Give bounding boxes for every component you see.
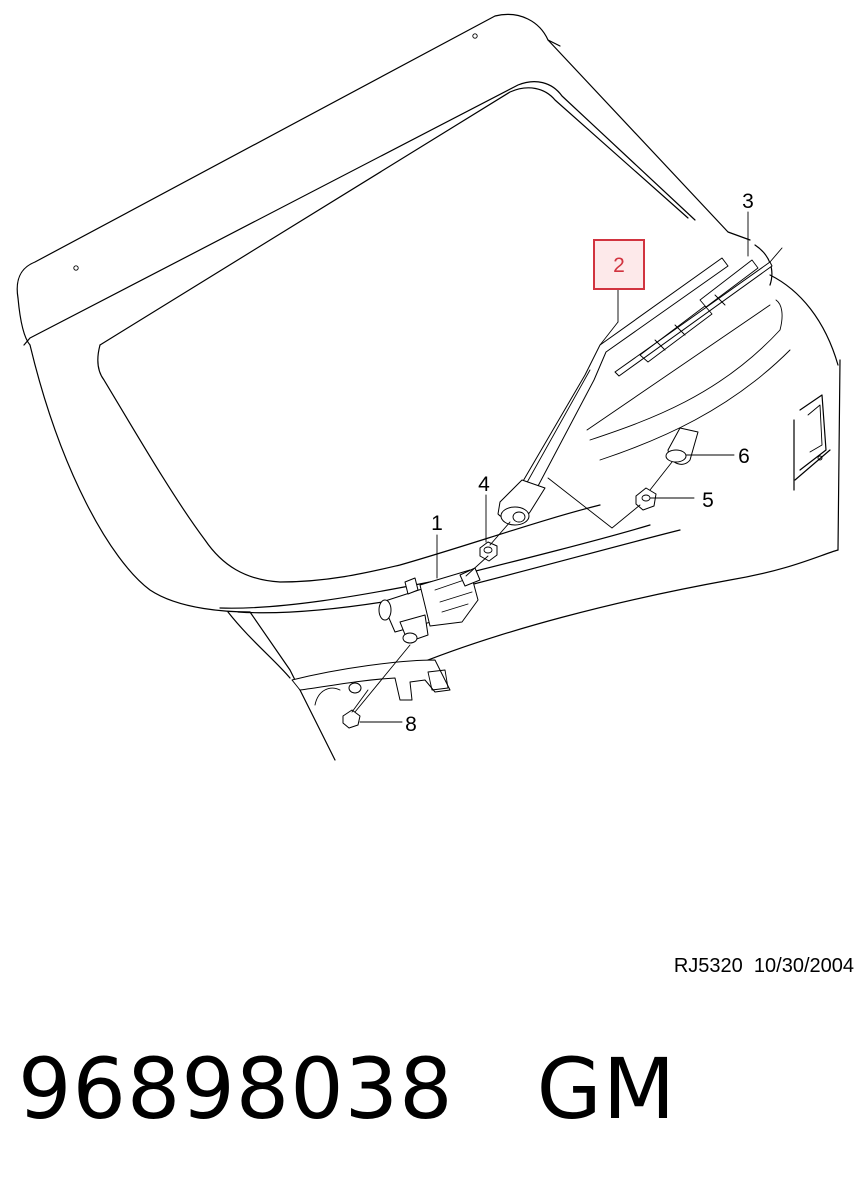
arm-nut xyxy=(479,541,498,562)
callout-label: 5 xyxy=(702,489,714,512)
callout-label: 4 xyxy=(478,473,490,496)
drawing-ref-code: RJ5320 xyxy=(673,955,743,977)
highlight-box xyxy=(593,239,645,290)
drawing-reference: RJ5320 10/30/2004 xyxy=(674,955,854,978)
callout-2[interactable]: 2 xyxy=(593,239,645,290)
callout-label: 1 xyxy=(431,512,443,535)
callout-5: 5 xyxy=(702,489,714,512)
wiper-blade xyxy=(614,247,783,377)
part-number: 96898038 xyxy=(18,1040,454,1138)
callout-1: 1 xyxy=(431,512,443,535)
callout-label: 2 xyxy=(613,254,625,277)
callout-8: 8 xyxy=(405,713,417,736)
callout-6: 6 xyxy=(738,445,750,468)
pivot-cap xyxy=(665,427,699,465)
grommet xyxy=(635,487,657,511)
wiper-motor xyxy=(378,567,481,644)
wiper-arm xyxy=(497,257,729,526)
leader-lines xyxy=(354,211,749,723)
mounting-bolt xyxy=(342,689,369,729)
callout-label: 3 xyxy=(742,190,754,213)
tailgate-outline xyxy=(16,13,841,761)
drawing-date: 10/30/2004 xyxy=(753,955,854,977)
callout-label: 6 xyxy=(738,445,750,468)
brand-name: GM xyxy=(536,1040,677,1138)
callout-4: 4 xyxy=(478,473,490,496)
lower-bracket xyxy=(291,659,451,706)
part-number-caption: 96898038 GM xyxy=(18,1040,676,1138)
callout-3: 3 xyxy=(742,190,754,213)
callout-label: 8 xyxy=(405,713,417,736)
